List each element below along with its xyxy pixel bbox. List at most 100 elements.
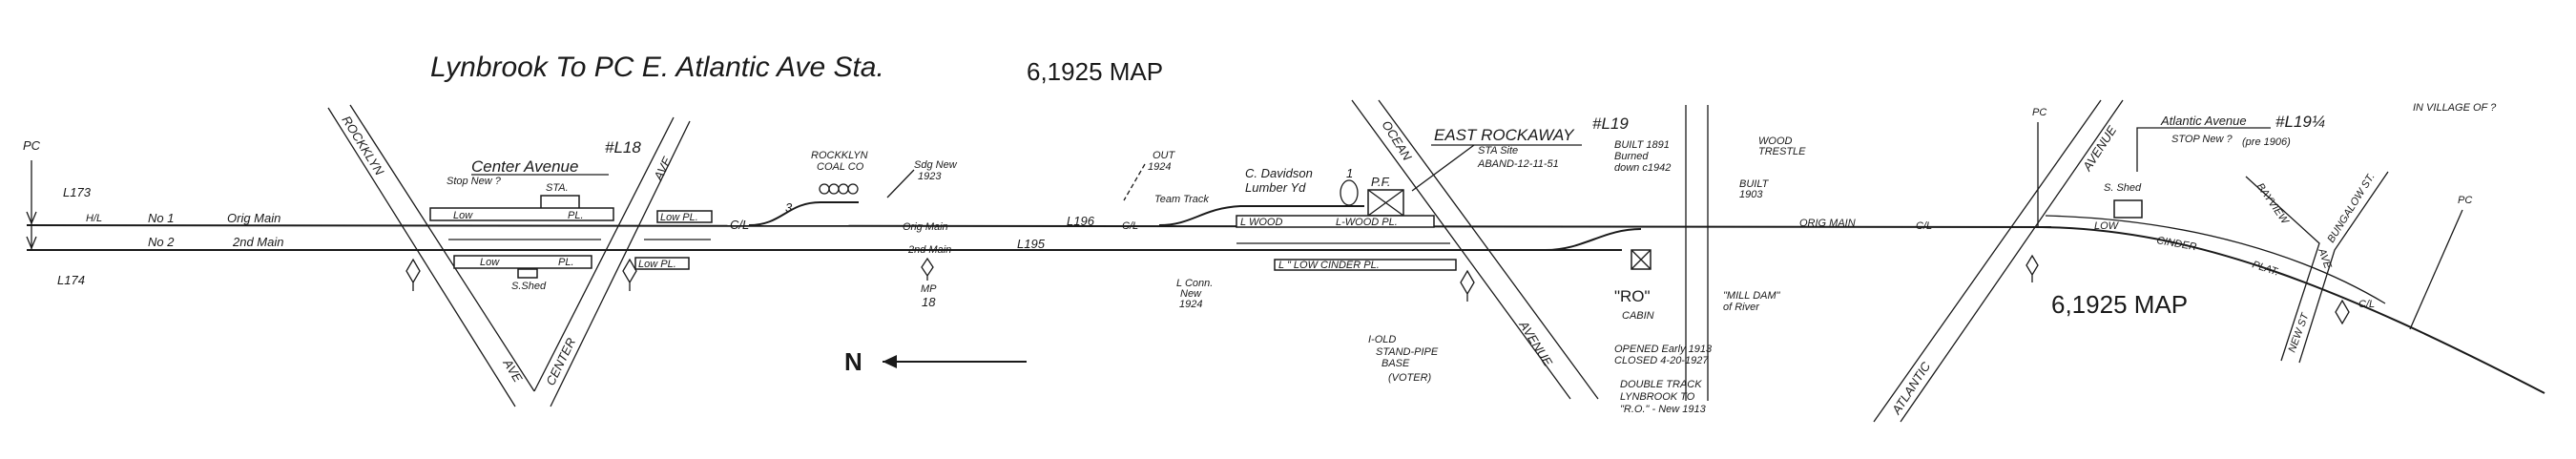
pointer-line — [1123, 163, 1146, 201]
lever-l196: L196 — [1067, 214, 1095, 228]
crossover-ro — [1545, 228, 1642, 251]
station-number: #L19 — [1592, 115, 1629, 133]
diagram-title: Lynbrook To PC E. Atlantic Ave Sta. — [430, 52, 884, 83]
platform-label: Low PL. — [660, 212, 698, 223]
team-track — [1158, 205, 1364, 226]
road-bungalow — [2298, 171, 2389, 364]
mp-marker-icon — [921, 257, 934, 281]
l-conn-label: L Conn. — [1176, 278, 1213, 289]
lumber-yard-label-2: Lumber Yd — [1245, 180, 1306, 195]
siding-number: 3 — [785, 200, 793, 215]
road-ocean — [1351, 99, 1571, 400]
road-label-bayview-ave: AVE — [2316, 246, 2334, 271]
road-ocean-edge — [1378, 99, 1599, 400]
track-label-orig-main: Orig Main — [227, 211, 280, 225]
signal-icon — [2025, 254, 2039, 282]
river-label: of River — [1723, 302, 1760, 313]
road-label-atlantic-ave: AVENUE — [2079, 123, 2119, 175]
standpipe-label-3: BASE — [1381, 358, 1410, 369]
ro-cabin-name: "RO" — [1614, 287, 1651, 305]
platform-label: Low — [480, 257, 500, 268]
road-center — [533, 116, 675, 392]
coal-co-label: ROCKKLYN — [811, 150, 868, 161]
station-number: #L19¼ — [2275, 113, 2325, 131]
stop-note: Stop New ? — [447, 176, 502, 187]
platform-label: PL. — [568, 210, 584, 221]
village-note: IN VILLAGE OF ? — [2413, 102, 2497, 114]
pointer-line — [886, 169, 915, 198]
signal-icon — [622, 258, 637, 291]
platform-label: Low PL. — [638, 259, 676, 270]
cl-marker: C/L — [730, 218, 749, 232]
pointer-line — [2136, 127, 2151, 172]
sdg-new-label: Sdg New — [914, 159, 958, 171]
station-number: #L18 — [605, 138, 641, 156]
map-date-2: 6,1925 MAP — [2051, 290, 2188, 319]
l173-label: L173 — [63, 185, 92, 199]
burned-label: Burned — [1614, 151, 1649, 162]
track-label-orig-main: Orig Main — [903, 221, 948, 233]
signal-icon — [405, 258, 421, 291]
arrowhead-icon — [26, 211, 37, 250]
lumber-yard-label: C. Davidson — [1245, 166, 1313, 180]
wood-platform — [1236, 215, 1435, 228]
ro-cabin-icon — [1631, 249, 1652, 270]
team-track-label: Team Track — [1154, 194, 1209, 205]
opened-label: OPENED Early 1913 — [1614, 344, 1713, 355]
platform-label: CINDER — [2155, 235, 2197, 253]
platform-label: L-WOOD PL. — [1336, 217, 1398, 228]
road-rockklyn — [327, 107, 516, 407]
signal-icon — [2335, 299, 2350, 325]
shed-label: S.Shed — [511, 281, 547, 292]
double-track-label-3: "R.O." - New 1913 — [1620, 404, 1707, 415]
low-cinder-platform — [1274, 259, 1457, 271]
siding-coal — [748, 201, 859, 226]
arrowhead-icon — [883, 355, 897, 368]
station-name-atlantic-avenue: Atlantic Avenue — [2160, 114, 2247, 128]
road-label-rockklyn: ROCKKLYN — [339, 114, 386, 178]
pc-label: PC — [2032, 107, 2046, 118]
pc-arrow-east — [2409, 209, 2463, 330]
platform-label: Low — [453, 210, 473, 221]
station-building-icon — [540, 195, 580, 210]
track-label-no1: No 1 — [148, 211, 174, 225]
cabin-label: CABIN — [1622, 310, 1654, 322]
platform-label: L " LOW CINDER PL. — [1278, 260, 1380, 271]
coal-co-label-2: COAL CO — [817, 161, 864, 173]
pf-label: P.F. — [1371, 175, 1390, 189]
mp-number: 18 — [922, 295, 936, 309]
mp-label: MP — [921, 283, 937, 295]
cl-marker: C/L — [1916, 220, 1932, 232]
trestle-built-label: BUILT — [1739, 178, 1770, 190]
shed-icon — [2113, 199, 2143, 219]
pointer-line — [1411, 144, 1475, 192]
north-label: N — [844, 347, 862, 376]
track-label-no2: No 2 — [148, 235, 175, 249]
hl-label: H/L — [86, 213, 102, 224]
cl-marker: C/L — [2358, 299, 2375, 310]
road-bayview-new-st — [2245, 176, 2320, 362]
platform-label: LOW — [2094, 220, 2120, 232]
trestle-label-2: TRESTLE — [1758, 146, 1806, 157]
coal-bins-icon — [819, 183, 859, 195]
standpipe-label: I-OLD — [1368, 334, 1396, 345]
out-year-label: 1924 — [1148, 161, 1171, 173]
road-label-rockklyn-ave: AVE — [500, 356, 526, 386]
closed-label: CLOSED 4-20-1927 — [1614, 355, 1709, 366]
low-platform-south-2 — [634, 257, 690, 270]
standpipe-label-4: (VOTER) — [1388, 372, 1432, 384]
abandoned-date: ABAND-12-11-51 — [1477, 158, 1559, 170]
sdg-year-label: 1923 — [918, 171, 942, 182]
shed-label: S. Shed — [2104, 182, 2142, 194]
trestle-built-year: 1903 — [1739, 189, 1763, 200]
road-label-bungalow: BUNGALOW ST. — [2325, 172, 2377, 245]
double-track-label: DOUBLE TRACK — [1620, 379, 1702, 390]
sta-site-label: STA Site — [1478, 145, 1518, 156]
low-platform-south — [453, 255, 592, 269]
road-label-atlantic: ATLANTIC — [1888, 359, 1933, 417]
road-atlantic — [1900, 99, 2124, 423]
standpipe-icon — [1340, 179, 1359, 206]
pc-label-east: PC — [2458, 195, 2472, 206]
track-no1-orig-main — [26, 224, 2052, 228]
